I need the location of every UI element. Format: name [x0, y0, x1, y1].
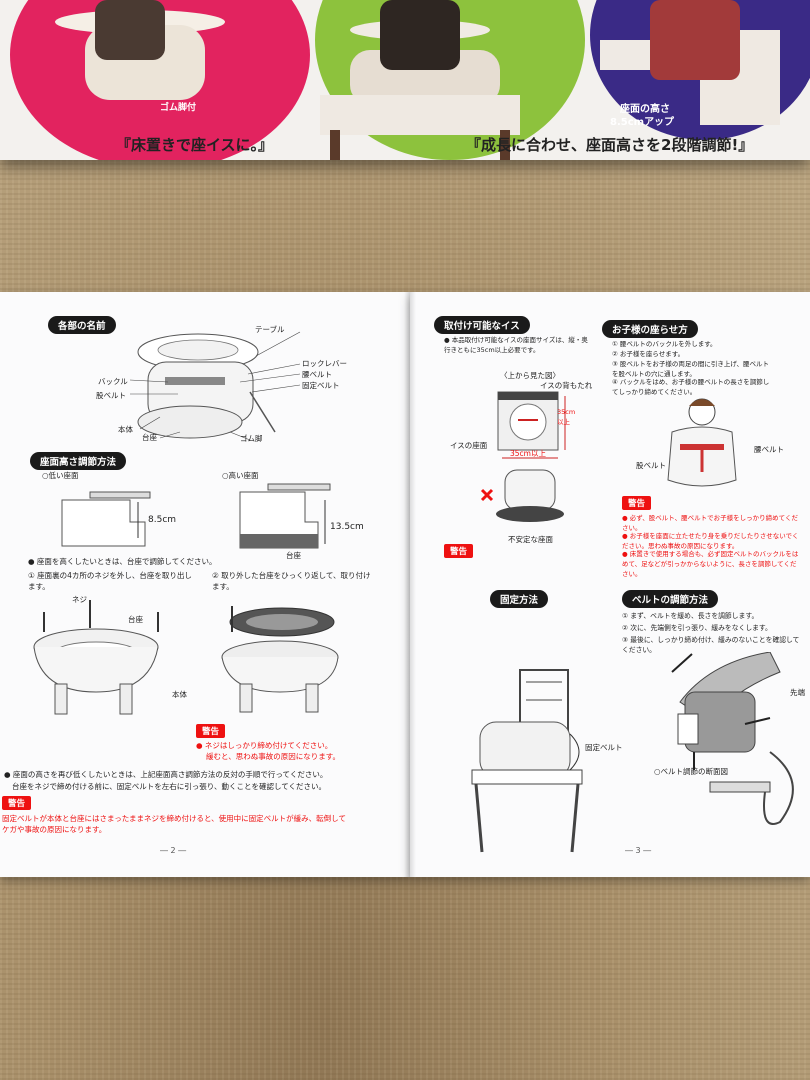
warning-seating-1: ● 必ず、股ベルト、腰ベルトでお子様をしっかり締めてください。	[622, 514, 798, 532]
note-lower-line2: 台座をネジで締め付ける前に、固定ベルトを左右に引っ張り、動くことを確認してくださ…	[12, 782, 327, 791]
warning-screws-line2: 緩むと、思わぬ事故の原因になります。	[206, 752, 340, 761]
warning-screws-line1: ● ネジはしっかり締め付けてください。	[196, 741, 333, 750]
belt-adjust-diagram	[671, 652, 794, 825]
belt-step3: ③ 最後に、しっかり締め付け、緩みのないことを確認してください。	[622, 636, 800, 654]
step2-text: ② 取り外した台座をひっくり返して、取り付けます。	[212, 571, 371, 591]
crotch-belt-label: 股ベルト	[636, 461, 666, 470]
label-high-seat: ○高い座面	[222, 471, 259, 480]
dim-high: 13.5cm	[330, 522, 364, 532]
parts-diagram	[129, 331, 301, 441]
body-label-exploded: 本体	[172, 690, 187, 699]
box-caption-left: 『床置きで座イスに。』	[116, 136, 274, 154]
seat-step3: ③ 股ベルトをお子様の両足の間に引き上げ、腰ベルトを股ベルトの穴に通します。	[612, 360, 769, 378]
heading-parts-names: 各部の名前	[48, 316, 116, 334]
heading-compatible-chairs: 取付け可能なイス	[434, 316, 530, 334]
chair-size-note: ● 本品取付け可能なイスの座面サイズは、縦・奥行きともに35cm以上必要です。	[444, 336, 588, 354]
box-caption-right: 『成長に合わせ、座面高さを2段階調節!』	[466, 136, 754, 154]
part-label-fix-belt: 固定ベルト	[302, 381, 340, 390]
child-seating-diagram	[667, 398, 737, 487]
page-number-right: ― 3 ―	[625, 846, 652, 855]
unstable-seat-label: 不安定な座面	[508, 535, 553, 544]
warning-seating-3: ● 床置きで使用する場合も、必ず固定ベルトのバックルをはめて、足などが引っかから…	[622, 550, 799, 578]
part-label-lock-lever: ロックレバー	[302, 359, 347, 368]
belt-tip-label: 先端	[790, 688, 805, 697]
booklet-gutter	[404, 292, 416, 877]
part-label-crotch-belt: 股ベルト	[96, 391, 126, 400]
product-box: ゴム脚付 座面の高さ 8.5cmアップ 『床置きで座イスに。』 『成長に合わせ、…	[0, 0, 810, 160]
warning-badge-screws: 警告	[196, 724, 226, 738]
heading-seating: お子様の座らせ方	[602, 320, 698, 338]
part-label-waist-belt: 腰ベルト	[302, 370, 332, 379]
belt-step2: ② 次に、先端側を引っ張り、緩みをなくします。	[622, 624, 772, 632]
seat-step1: ① 腰ベルトのバックルを外します。	[612, 340, 717, 348]
part-label-rubber-feet: ゴム脚	[240, 434, 263, 443]
dim-35-side: 35cm以上	[557, 408, 576, 426]
fix-belt-label: 固定ベルト	[585, 743, 623, 752]
dim-35-bottom: 35cm以上	[510, 449, 546, 458]
label-low-seat: ○低い座面	[42, 471, 79, 480]
box-seat-height-up-label: 8.5cmアップ	[610, 117, 675, 128]
booklet-page-left: 各部の名前 テーブル ロックレバー 腰ベルト 固定ベルト バックル 股ベルト 本…	[0, 292, 410, 877]
part-label-buckle: バックル	[98, 377, 128, 386]
note-lower-line1: ● 座面の高さを再び低くしたいときは、上記座面高さ調節方法の反対の手順で行ってく…	[4, 770, 328, 779]
heading-seat-height: 座面高さ調節方法	[30, 452, 127, 470]
heading-belt-adjust: ベルトの調節方法	[622, 590, 719, 608]
top-view-label: 〈上から見た図〉	[500, 371, 560, 380]
seat-height-diagrams	[61, 483, 331, 549]
box-rubber-feet-label: ゴム脚付	[160, 103, 197, 113]
heading-attach-method: 固定方法	[490, 590, 549, 608]
seat-step2: ② お子様を座らせます。	[612, 350, 685, 358]
warning-badge-bottom: 警告	[2, 796, 32, 810]
warning-seating-2: ● お子様を座面に立たせたり身を乗りだしたりさせないでください。思わぬ事故の原因…	[622, 532, 799, 550]
warning-bottom-line1: 固定ベルトが本体と台座にはさまったままネジを締め付けると、使用中に固定ベルトが緩…	[2, 814, 346, 823]
chair-back-label: イスの背もたれ	[540, 381, 593, 390]
screw-diagrams	[33, 600, 339, 715]
step1-text: ① 座面裏の4カ所のネジを外し、台座を取り出します。	[28, 571, 192, 591]
seat-step4: ④ バックルをはめ、お子様の腰ベルトの長さを調節してしっかり締めてください。	[612, 378, 770, 396]
waist-belt-label: 腰ベルト	[754, 445, 784, 454]
instruction-booklet: 各部の名前 テーブル ロックレバー 腰ベルト 固定ベルト バックル 股ベルト 本…	[0, 292, 810, 877]
part-label-body: 本体	[118, 425, 133, 434]
screw-label: ネジ	[72, 595, 87, 604]
base-label-exploded: 台座	[128, 615, 143, 624]
belt-step1: ① まず、ベルトを緩め、長さを調節します。	[622, 612, 759, 620]
box-product-photos	[55, 0, 780, 160]
warning-bottom-line2: ケガや事故の原因になります。	[2, 825, 107, 834]
belt-section-label: ○ベルト調節の断面図	[654, 767, 729, 776]
booklet-page-right: 取付け可能なイス ● 本品取付け可能なイスの座面サイズは、縦・奥行きともに35c…	[410, 292, 810, 877]
warning-badge-chairs: 警告	[444, 544, 474, 558]
page-number-left: ― 2 ―	[160, 846, 187, 855]
part-label-base: 台座	[142, 433, 157, 442]
chair-attach-diagram	[471, 669, 583, 853]
chair-seat-label: イスの座面	[450, 441, 488, 450]
box-seat-height-label: 座面の高さ	[620, 104, 670, 115]
chair-diagrams	[480, 391, 566, 522]
note-raise-seat: ● 座面を高くしたいときは、台座で調節してください。	[28, 557, 217, 566]
part-label-table: テーブル	[255, 325, 285, 334]
warning-badge-seating: 警告	[622, 496, 652, 510]
dim-low: 8.5cm	[148, 515, 177, 525]
base-label-high: 台座	[286, 551, 301, 560]
